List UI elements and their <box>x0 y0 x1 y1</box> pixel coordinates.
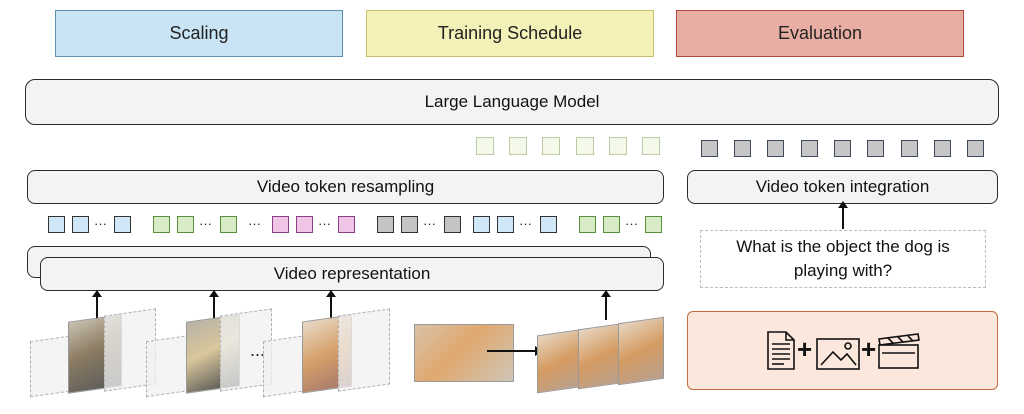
token-ellipsis: ··· <box>94 216 107 231</box>
video-token-gray <box>377 216 394 233</box>
arrow-clip3-up <box>326 290 336 322</box>
resampled-token <box>476 137 494 155</box>
header-training-schedule: Training Schedule <box>366 10 654 57</box>
video-frame <box>338 308 390 392</box>
token-ellipsis: ··· <box>318 216 331 231</box>
integration-label: Video token integration <box>755 177 930 196</box>
arrow-clip4-up <box>601 290 611 320</box>
integrated-token <box>967 140 984 157</box>
frames-ellipsis: ... <box>250 340 266 360</box>
header-evaluation-label: Evaluation <box>777 23 863 43</box>
video-token-green <box>645 216 662 233</box>
video-token-pink <box>296 216 313 233</box>
resampling-label: Video token resampling <box>256 177 435 196</box>
integrated-token <box>934 140 951 157</box>
image-icon <box>816 338 860 370</box>
video-token-green <box>220 216 237 233</box>
video-token-pink <box>272 216 289 233</box>
video-token-blue <box>497 216 514 233</box>
video-token-blue <box>48 216 65 233</box>
integrated-token <box>701 140 718 157</box>
integrated-token <box>901 140 918 157</box>
resampled-token <box>576 137 594 155</box>
sampled-frame <box>618 316 664 386</box>
video-token-pink <box>338 216 355 233</box>
video-token-green <box>153 216 170 233</box>
llm-label: Large Language Model <box>424 92 600 111</box>
representation-label: Video representation <box>273 264 431 283</box>
document-icon <box>767 331 795 370</box>
question-line-1: What is the object the dog is <box>736 237 950 256</box>
video-token-green <box>603 216 620 233</box>
video-token-blue <box>114 216 131 233</box>
video-token-blue <box>72 216 89 233</box>
token-ellipsis: ··· <box>625 216 638 231</box>
video-clapper-icon <box>878 333 920 369</box>
arrow-dog-to-frames <box>487 350 537 352</box>
video-token-blue <box>540 216 557 233</box>
token-ellipsis: ··· <box>519 216 532 231</box>
question-box: What is the object the dog is playing wi… <box>700 230 986 288</box>
llm-bar: Large Language Model <box>25 79 999 125</box>
header-training-label: Training Schedule <box>437 23 583 43</box>
plus-sign: + <box>797 334 813 364</box>
modality-box: + + <box>687 311 998 390</box>
dog-image <box>414 324 514 382</box>
video-representation-bar: Video representation <box>40 257 664 291</box>
integrated-token <box>801 140 818 157</box>
resampled-token <box>509 137 527 155</box>
video-token-blue <box>473 216 490 233</box>
modality-icons <box>767 331 920 370</box>
integrated-token <box>834 140 851 157</box>
video-token-integration-bar: Video token integration <box>687 170 998 204</box>
header-scaling-label: Scaling <box>169 23 229 43</box>
question-line-2: playing with? <box>793 261 893 280</box>
integrated-token <box>734 140 751 157</box>
plus-sign: + <box>861 334 877 364</box>
integrated-token <box>767 140 784 157</box>
video-token-resampling-bar: Video token resampling <box>27 170 664 204</box>
arrow-clip1-up <box>92 290 102 322</box>
token-ellipsis: ··· <box>423 216 436 231</box>
token-ellipsis: ··· <box>199 216 212 231</box>
group-ellipsis: ··· <box>248 216 261 231</box>
arrow-question-to-integration <box>838 201 848 229</box>
integrated-token <box>867 140 884 157</box>
resampled-token <box>542 137 560 155</box>
header-evaluation: Evaluation <box>676 10 964 57</box>
video-token-green <box>579 216 596 233</box>
video-token-green <box>177 216 194 233</box>
video-token-gray <box>401 216 418 233</box>
video-token-gray <box>444 216 461 233</box>
resampled-token <box>609 137 627 155</box>
resampled-token <box>642 137 660 155</box>
arrow-clip2-up <box>209 290 219 322</box>
header-scaling: Scaling <box>55 10 343 57</box>
